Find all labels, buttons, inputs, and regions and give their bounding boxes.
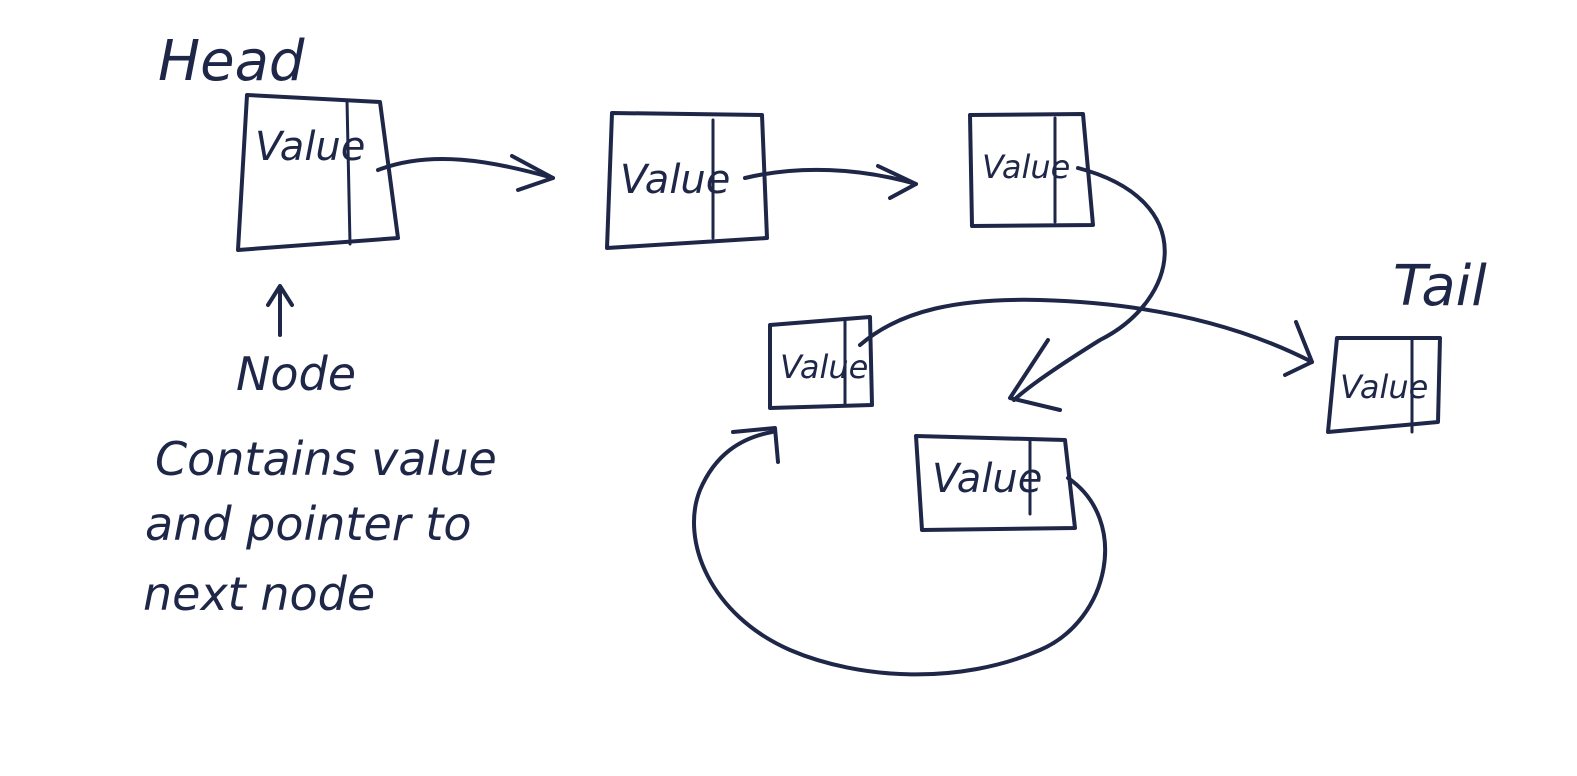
node-3-box <box>968 112 1095 228</box>
node-6: Value <box>1326 336 1442 434</box>
node-1-box <box>236 93 400 252</box>
node-6-value: Value <box>1340 368 1428 406</box>
arrow-node4-to-node6-head <box>1283 320 1314 377</box>
node-3: Value <box>968 112 1095 228</box>
node-3-value: Value <box>982 148 1070 186</box>
node-4-value: Value <box>780 348 868 386</box>
arrow-node3-to-node5-head <box>1008 338 1062 412</box>
node-2-value: Value <box>620 157 730 203</box>
arrow-node2-to-node3-head <box>876 164 918 200</box>
node-4: Value <box>768 315 874 410</box>
node-2-box <box>605 111 769 250</box>
node-1-value: Value <box>255 124 365 170</box>
arrow-node4-to-node6 <box>858 297 1314 364</box>
node-label: Node <box>236 347 356 401</box>
arrow-node5-to-node4-head <box>731 426 780 464</box>
tail-label: Tail <box>1393 254 1487 319</box>
note-line-3: next node <box>143 567 375 621</box>
node-annotation-arrow-head <box>266 284 294 307</box>
node-4-box <box>768 315 874 410</box>
head-label: Head <box>158 29 305 94</box>
arrow-node5-to-node4 <box>692 430 1107 677</box>
node-5: Value <box>914 434 1077 532</box>
note-line-2: and pointer to <box>145 497 472 551</box>
node-1-divider <box>345 98 352 246</box>
arrow-node1-to-node2-head <box>510 154 555 192</box>
node-6-box <box>1326 336 1442 434</box>
arrow-node3-to-node5 <box>1012 166 1167 402</box>
node-5-value: Value <box>932 456 1042 502</box>
arrow-node1-to-node2 <box>376 157 555 180</box>
arrow-node2-to-node3 <box>743 167 918 186</box>
node-1: Value <box>236 93 400 252</box>
note-line-1: Contains value <box>155 432 497 486</box>
node-5-box <box>914 434 1077 532</box>
node-2: Value <box>605 111 769 250</box>
